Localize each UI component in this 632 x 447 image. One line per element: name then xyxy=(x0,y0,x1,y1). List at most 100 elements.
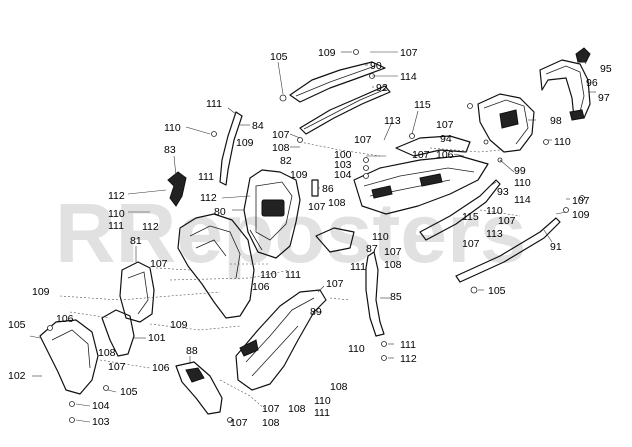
callout-88: 88 xyxy=(186,345,198,357)
callout-107: 107 xyxy=(436,119,454,131)
part-floor-panel xyxy=(353,155,489,215)
part-89-lower-body xyxy=(235,289,327,391)
callout-112: 112 xyxy=(400,353,417,365)
callout-108: 108 xyxy=(330,381,348,393)
part-102-front-fender xyxy=(39,319,99,395)
callout-100: 100 xyxy=(334,149,352,161)
callout-110: 110 xyxy=(108,208,125,220)
callout-106: 106 xyxy=(56,313,74,325)
callout-109: 109 xyxy=(32,286,50,298)
callout-106: 106 xyxy=(252,281,270,293)
part-84-side-strip xyxy=(219,111,243,186)
callout-92: 92 xyxy=(376,82,388,94)
leader-lines xyxy=(29,51,596,423)
callout-83: 83 xyxy=(164,144,176,156)
callout-114: 114 xyxy=(514,194,531,206)
callout-111: 111 xyxy=(108,220,124,232)
callout-95: 95 xyxy=(600,63,612,75)
callout-112: 112 xyxy=(108,190,125,202)
callout-114: 114 xyxy=(400,71,417,83)
callout-111: 111 xyxy=(400,339,416,351)
callout-105: 105 xyxy=(270,51,288,63)
callout-108: 108 xyxy=(384,259,402,271)
callout-81: 81 xyxy=(130,235,142,247)
fasteners xyxy=(47,49,585,423)
part-81-front-cover xyxy=(119,261,155,323)
callout-113: 113 xyxy=(384,115,401,127)
callout-104: 104 xyxy=(92,400,110,412)
assembly-lines xyxy=(59,141,521,411)
callout-109: 109 xyxy=(318,47,336,59)
callout-89: 89 xyxy=(310,306,322,318)
callout-85: 85 xyxy=(390,291,402,303)
callout-112: 112 xyxy=(142,221,159,233)
part-97-luggage-rack xyxy=(539,59,591,121)
callout-107: 107 xyxy=(308,201,326,213)
callout-109: 109 xyxy=(290,169,308,181)
callout-107: 107 xyxy=(384,246,402,258)
callout-86: 86 xyxy=(322,183,334,195)
callout-110: 110 xyxy=(164,122,181,134)
part-98-storage-box xyxy=(477,93,535,153)
part-88-lower-fairing xyxy=(175,361,223,415)
callout-107: 107 xyxy=(462,238,480,250)
callout-110: 110 xyxy=(514,177,531,189)
callout-109: 109 xyxy=(236,137,254,149)
callout-106: 106 xyxy=(436,149,454,161)
callout-107: 107 xyxy=(262,403,280,415)
callout-110: 110 xyxy=(372,231,389,243)
callout-82: 82 xyxy=(280,155,292,167)
callout-111: 111 xyxy=(350,261,366,273)
callout-109: 109 xyxy=(170,319,188,331)
callout-87: 87 xyxy=(366,243,378,255)
callout-107: 107 xyxy=(572,195,590,207)
callout-107: 107 xyxy=(412,149,430,161)
callout-115: 115 xyxy=(462,211,479,223)
callout-107: 107 xyxy=(498,215,516,227)
callout-111: 111 xyxy=(206,98,222,110)
callout-111: 111 xyxy=(198,171,214,183)
callout-107: 107 xyxy=(230,417,248,429)
callout-99: 99 xyxy=(514,165,526,177)
part-leg-shield xyxy=(177,213,255,319)
callout-115: 115 xyxy=(414,99,431,111)
callout-97: 97 xyxy=(598,92,610,104)
part-92-lower-trim xyxy=(299,85,391,135)
callout-105: 105 xyxy=(488,285,506,297)
callout-111: 111 xyxy=(285,269,301,281)
callout-109: 109 xyxy=(572,209,590,221)
callout-91: 91 xyxy=(550,241,562,253)
part-87-small-cover xyxy=(315,227,355,253)
callout-110: 110 xyxy=(348,343,365,355)
callout-105: 105 xyxy=(8,319,26,331)
part-96-knob xyxy=(575,47,591,63)
callout-106: 106 xyxy=(152,362,170,374)
callout-110: 110 xyxy=(314,395,331,407)
callout-108: 108 xyxy=(328,197,346,209)
part-90-upper-trim xyxy=(289,61,386,103)
callout-94: 94 xyxy=(440,133,452,145)
part-94-floor-trim xyxy=(395,135,471,157)
callout-84: 84 xyxy=(252,120,264,132)
callout-105: 105 xyxy=(120,386,138,398)
callout-111: 111 xyxy=(314,407,330,419)
callout-80: 80 xyxy=(214,206,226,218)
callout-96: 96 xyxy=(586,77,598,89)
callout-108: 108 xyxy=(288,403,306,415)
part-85-side-panel xyxy=(365,251,385,337)
callout-103: 103 xyxy=(92,416,110,428)
part-callouts: 105 109 107 90 114 92 111 84 110 83 107 … xyxy=(8,47,612,429)
callout-107: 107 xyxy=(272,129,290,141)
callout-110: 110 xyxy=(486,205,503,217)
callout-113: 113 xyxy=(486,228,503,240)
part-93-side-skirt xyxy=(419,179,501,241)
callout-101: 101 xyxy=(148,332,166,344)
callout-108: 108 xyxy=(272,142,290,154)
callout-93: 93 xyxy=(497,186,509,198)
callout-107: 107 xyxy=(400,47,418,59)
callout-102: 102 xyxy=(8,370,26,382)
callout-107: 107 xyxy=(354,134,372,146)
callout-90: 90 xyxy=(370,60,382,72)
callout-107: 107 xyxy=(150,258,168,270)
